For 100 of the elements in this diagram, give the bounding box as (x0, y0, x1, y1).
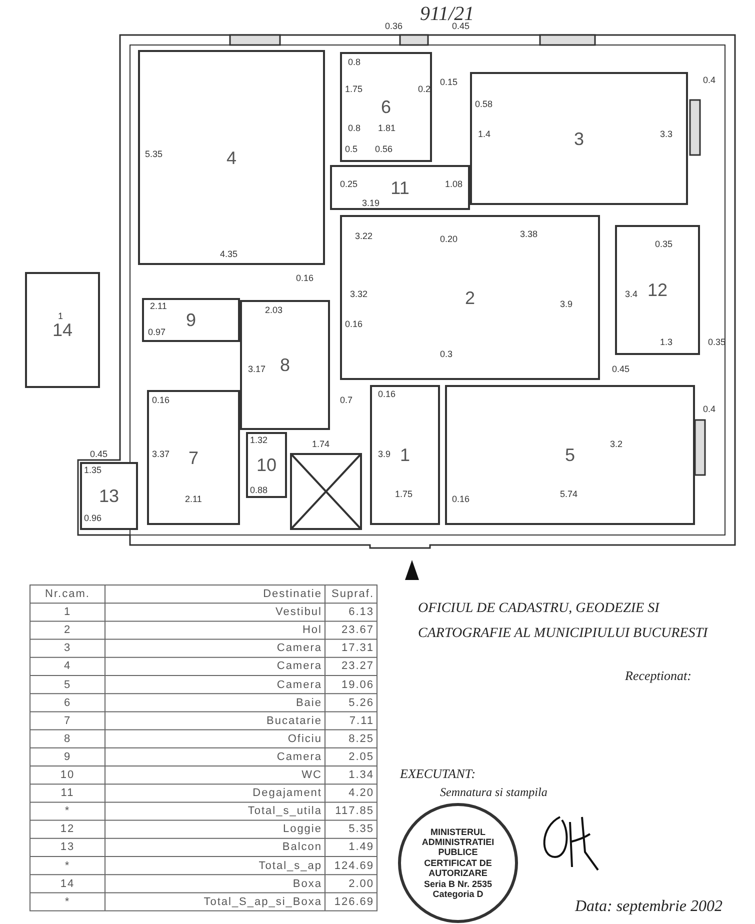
dimension-label: 5.35 (145, 150, 163, 159)
table-value: Degajament (252, 788, 322, 800)
table-value: 23.27 (341, 661, 374, 672)
room-outline (445, 385, 695, 525)
dimension-label: 3.4 (625, 290, 638, 299)
table-value: 126.69 (334, 896, 374, 908)
dimension-label: 0.2 (418, 85, 431, 94)
room-outline (370, 385, 440, 525)
table-value: 4 (62, 661, 72, 672)
table-value: Total_S_ap_si_Boxa (204, 896, 322, 908)
table-value: 1.34 (348, 770, 374, 781)
table-value: Bucatarie (266, 716, 322, 727)
room-outline (340, 215, 600, 380)
table-value: 2 (62, 625, 72, 636)
dimension-label: 0.96 (84, 514, 102, 523)
room-number: 1 (400, 446, 410, 464)
room-number: 11 (390, 178, 410, 196)
table-value: 117.85 (335, 806, 374, 818)
received-label: Receptionat: (625, 668, 692, 684)
table-value: 5.26 (348, 698, 374, 709)
dimension-label: 0.56 (375, 145, 393, 154)
dimension-label: 0.97 (148, 328, 166, 337)
table-value: 2.05 (348, 752, 374, 763)
dimension-label: 3.9 (560, 300, 573, 309)
dimension-label: 3.17 (248, 365, 266, 374)
stamp-text: Seria B Nr. 2535 (424, 878, 492, 889)
dimension-label: 1.3 (660, 338, 673, 347)
table-value: 14 (59, 878, 76, 890)
table-value: 11 (60, 788, 76, 800)
dimension-label: 1.74 (312, 440, 330, 449)
table-value: 1.49 (348, 842, 374, 854)
dimension-label: 0.35 (708, 338, 726, 347)
signature-caption: Semnatura si stampila (440, 785, 548, 800)
stamp-text: MINISTERUL ADMINISTRATIEI PUBLICE (420, 826, 496, 858)
dimension-label: 3.37 (152, 450, 170, 459)
table-value: 7.11 (349, 716, 374, 727)
table-value: 6 (62, 698, 72, 709)
dimension-label: 2.03 (265, 306, 283, 315)
table-value: * (64, 860, 72, 872)
room-number: 9 (186, 311, 196, 329)
table-value: 9 (62, 752, 72, 763)
room-outline (246, 432, 287, 498)
table-value: 2.00 (348, 878, 374, 890)
dimension-label: 3.32 (350, 290, 368, 299)
dimension-label: 1.35 (84, 466, 102, 475)
dimension-label: 0.16 (152, 396, 170, 405)
dimension-label: 1.08 (445, 180, 463, 189)
dimension-label: 3.9 (378, 450, 391, 459)
dimension-label: 0.5 (345, 145, 358, 154)
org-heading: OFICIUL DE CADASTRU, GEODEZIE SI CARTOGRAFIE AL MUNICIPIULUI BUCURESTI (418, 600, 710, 644)
dimension-label: 2.11 (185, 495, 202, 504)
table-value: Boxa (292, 878, 322, 890)
room-number: 8 (280, 356, 290, 374)
stamp-text: Categoria D (432, 888, 484, 900)
table-value: 13 (59, 842, 76, 854)
room-outline (330, 165, 470, 210)
dimension-label: 1.81 (378, 124, 396, 133)
dimension-label: 0.4 (703, 405, 716, 414)
table-value: 5 (62, 680, 72, 690)
table-value: Total_s_ap (258, 860, 322, 872)
table-value: Vestibul (275, 607, 322, 618)
dimension-label: 1.32 (250, 436, 268, 445)
dimension-label: 0.16 (296, 274, 314, 283)
room-number: 7 (188, 448, 198, 466)
executant-label: EXECUTANT: (400, 766, 476, 782)
room-number: 5 (564, 446, 575, 464)
room-outline (80, 462, 138, 530)
table-value: 1 (62, 607, 72, 618)
dimension-label: 1.75 (395, 490, 413, 499)
room-outline (142, 298, 240, 342)
dimension-label: 0.16 (378, 390, 396, 399)
dimension-label: 5.74 (560, 490, 578, 499)
dimension-label: 2.11 (150, 302, 167, 311)
table-value: 8 (62, 734, 72, 745)
dimension-label: 1.4 (478, 130, 491, 139)
dimension-label: 3.22 (355, 232, 373, 241)
table-value: Oficiu (288, 734, 322, 745)
table-value: Camera (276, 643, 322, 654)
table-value: 10 (59, 770, 76, 781)
dimension-label: 0.8 (348, 58, 361, 67)
dimension-label: 0.15 (440, 78, 458, 87)
stamp-text: CERTIFICAT DE AUTORIZARE (423, 858, 493, 879)
dimension-label: 0.3 (440, 350, 453, 359)
dimension-label: 0.7 (340, 396, 353, 405)
room-number: 10 (256, 456, 277, 474)
dimension-label: 3.38 (520, 230, 538, 239)
elevator-shaft (290, 453, 362, 530)
table-value: 19.06 (341, 680, 374, 690)
table-value: 3 (62, 643, 72, 654)
table-value: 17.31 (341, 643, 374, 654)
table-value: Camera (276, 752, 322, 763)
dimension-label: 0.25 (340, 180, 358, 189)
dimension-label: 0.45 (452, 22, 470, 31)
table-value: 4.20 (348, 788, 374, 800)
dimension-label: 0.20 (440, 235, 458, 244)
room-outline (147, 390, 240, 525)
room-outline (138, 50, 325, 265)
table-value: WC (302, 770, 322, 781)
table-value: * (64, 896, 72, 908)
handwritten-note: 911/21 (420, 4, 474, 24)
